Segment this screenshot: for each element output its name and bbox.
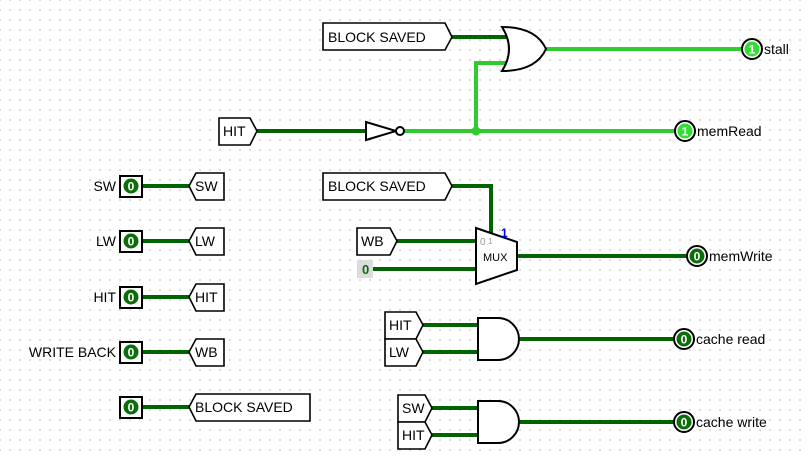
tunnel-hit-and2: HIT <box>397 421 433 450</box>
output-pin-stall: 1 stall <box>741 38 789 60</box>
svg-text:HIT: HIT <box>389 317 412 333</box>
svg-text:0: 0 <box>128 401 135 415</box>
svg-text:SW: SW <box>402 400 425 416</box>
svg-text:SW: SW <box>195 178 218 194</box>
mux-select-value: 1 <box>501 226 508 240</box>
svg-text:cache read: cache read <box>696 331 765 347</box>
svg-text:memWrite: memWrite <box>709 248 773 264</box>
wire-junction <box>471 126 481 136</box>
svg-text:LW: LW <box>195 233 216 249</box>
svg-text:memRead: memRead <box>697 123 762 139</box>
svg-text:HIT: HIT <box>93 289 116 305</box>
output-pin-memread: 1 memRead <box>674 120 762 142</box>
svg-text:BLOCK SAVED: BLOCK SAVED <box>195 399 293 415</box>
svg-text:0: 0 <box>681 333 688 347</box>
svg-text:LW: LW <box>96 233 117 249</box>
tunnel-hit-top: HIT <box>218 117 258 146</box>
svg-text:LW: LW <box>389 344 410 360</box>
svg-text:0: 0 <box>128 346 135 360</box>
svg-text:HIT: HIT <box>223 123 246 139</box>
wire-block-saved-mux-sel <box>449 184 493 234</box>
svg-text:HIT: HIT <box>195 289 218 305</box>
svg-text:0: 0 <box>694 250 701 264</box>
svg-text:WB: WB <box>195 344 218 360</box>
svg-text:SW: SW <box>93 178 116 194</box>
svg-text:0: 0 <box>128 291 135 305</box>
svg-text:0: 0 <box>681 416 688 430</box>
mux-in1-label: 1 <box>488 237 493 246</box>
mux-label: MUX <box>483 252 508 264</box>
output-pin-cache-write: 0 cache write <box>673 411 767 433</box>
output-pin-cache-read: 0 cache read <box>673 328 765 350</box>
not-gate <box>365 120 405 142</box>
svg-text:BLOCK SAVED: BLOCK SAVED <box>328 29 426 45</box>
tunnel-wb-mux: WB <box>356 227 398 256</box>
input-pin-sw[interactable]: SW 0 <box>93 175 143 198</box>
input-pin-lw[interactable]: LW 0 <box>96 230 143 253</box>
svg-text:0: 0 <box>362 262 369 277</box>
svg-text:0: 0 <box>128 180 135 194</box>
svg-text:stall: stall <box>764 41 789 57</box>
svg-text:1: 1 <box>682 125 689 139</box>
tunnel-hit-and1: HIT <box>384 311 424 340</box>
and-gate-cache-write <box>477 400 520 444</box>
svg-text:1: 1 <box>749 43 756 57</box>
tunnel-lw-and1: LW <box>384 338 424 367</box>
tunnel-wb-left: WB <box>188 338 225 367</box>
svg-text:HIT: HIT <box>402 427 425 443</box>
tunnel-sw-left: SW <box>188 172 225 201</box>
tunnel-hit-left: HIT <box>188 283 225 312</box>
wire-not-or-feedback <box>474 61 507 133</box>
or-gate <box>500 25 548 73</box>
constant-zero: 0 <box>357 260 373 278</box>
input-pin-block-saved[interactable]: 0 <box>119 396 143 419</box>
input-pin-hit[interactable]: HIT 0 <box>93 286 143 309</box>
svg-text:BLOCK SAVED: BLOCK SAVED <box>328 178 426 194</box>
svg-text:WRITE BACK: WRITE BACK <box>29 344 117 360</box>
tunnel-block-saved-mid: BLOCK SAVED <box>322 172 453 201</box>
tunnel-block-saved-top: BLOCK SAVED <box>322 22 453 51</box>
svg-text:WB: WB <box>361 233 384 249</box>
tunnel-block-saved-left: BLOCK SAVED <box>188 393 311 422</box>
output-pin-memwrite: 0 memWrite <box>686 245 773 267</box>
tunnel-lw-left: LW <box>188 227 225 256</box>
svg-text:cache write: cache write <box>696 414 767 430</box>
and-gate-cache-read <box>477 317 520 361</box>
mux: MUX 0 1 1 <box>475 226 518 286</box>
tunnel-sw-and2: SW <box>397 394 433 423</box>
svg-text:0: 0 <box>128 235 135 249</box>
input-pin-write-back[interactable]: WRITE BACK 0 <box>29 341 143 364</box>
mux-in0-label: 0 <box>480 237 486 248</box>
